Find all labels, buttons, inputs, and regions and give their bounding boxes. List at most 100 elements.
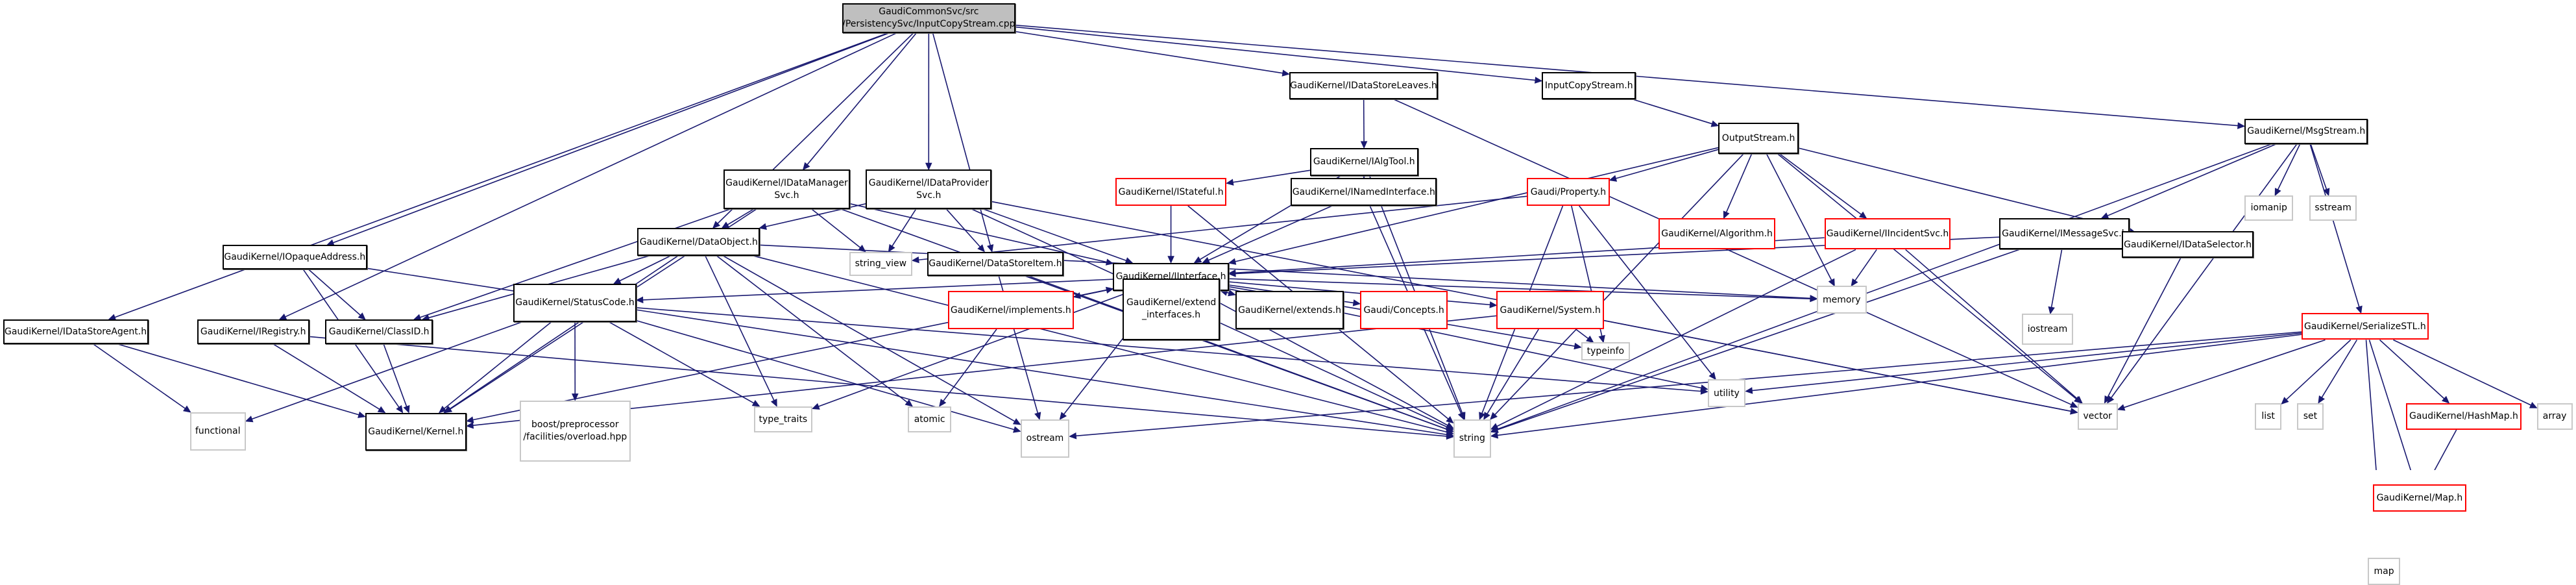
- edge-arrowhead-property-to-utility: [1709, 373, 1716, 380]
- edge-arrowhead-property-to-typeinfo: [1599, 336, 1605, 343]
- node-ostream: ostream: [1021, 419, 1070, 458]
- node-idatastoreagent-h[interactable]: GaudiKernel/IDataStoreAgent.h: [3, 319, 149, 344]
- node-concepts-h[interactable]: Gaudi/Concepts.h: [1360, 291, 1448, 329]
- node-map-h[interactable]: GaudiKernel/Map.h: [2373, 484, 2466, 511]
- node-utility: utility: [1708, 379, 1746, 407]
- edge-arrowhead-iinterface-to-type_traits: [812, 404, 820, 409]
- edge-idpsvc-to-dsitem: [946, 209, 980, 247]
- edge-hashmap-to-map_h: [2430, 430, 2457, 470]
- edge-arrowhead-outstream-to-iinterface: [1229, 259, 1236, 265]
- edge-arrowhead-implements-to-iinterface: [1106, 287, 1113, 293]
- edge-msgstream-to-vector: [2111, 144, 2297, 398]
- edge-idmsvc-to-dataobject: [727, 209, 753, 225]
- edge-arrowhead-msgstream-to-serialize: [2356, 306, 2362, 313]
- node-msgstream-h[interactable]: GaudiKernel/MsgStream.h: [2244, 119, 2368, 144]
- node-statuscode-h[interactable]: GaudiKernel/StatusCode.h: [513, 284, 636, 322]
- edge-dataobject-to-memory: [760, 245, 1810, 298]
- edge-iincident-to-string: [1497, 249, 1856, 426]
- node-classid-h[interactable]: GaudiKernel/ClassID.h: [325, 319, 433, 344]
- node-string-view: string_view: [849, 252, 912, 277]
- node-inamedinterface-h[interactable]: GaudiKernel/INamedInterface.h: [1291, 178, 1437, 206]
- node-idataselector-h[interactable]: GaudiKernel/IDataSelector.h: [2122, 231, 2254, 258]
- edge-outstream-to-memory: [1766, 154, 1831, 280]
- edge-arrowhead-idsleaves-to-ialgtool: [1361, 142, 1367, 148]
- node-ialgtool-h[interactable]: GaudiKernel/IAlgTool.h: [1310, 148, 1418, 176]
- edge-arrowhead-outstream-to-property: [1610, 176, 1617, 182]
- edge-iincident-to-memory: [1855, 249, 1877, 280]
- node-iregistry-h[interactable]: GaudiKernel/IRegistry.h: [197, 319, 310, 344]
- edge-idsagent-to-kernel: [117, 344, 359, 415]
- node-root-inputcopystream-cpp[interactable]: GaudiCommonSvc/src /PersistencySvc/Input…: [842, 3, 1015, 33]
- edge-outstream-to-idselector: [1799, 148, 2128, 229]
- edge-msgstream-to-sstream: [2311, 144, 2327, 190]
- edge-arrowhead-dataobject-to-statuscode: [614, 279, 621, 284]
- edge-arrowhead-idpsvc-to-dataobject: [760, 224, 767, 230]
- edge-implements-to-atomic: [943, 329, 997, 401]
- node-inputcopystream-h[interactable]: InputCopyStream.h: [1542, 72, 1636, 100]
- edge-outstream-to-iincident: [1780, 154, 1862, 214]
- node-datastoreitem-h[interactable]: GaudiKernel/DataStoreItem.h: [927, 252, 1064, 277]
- edge-arrowhead-idmsvc-to-iinterface: [1106, 259, 1113, 265]
- edge-arrowhead-statuscode-to-functional: [246, 416, 253, 421]
- edge-arrowhead-outstream-to-memory: [1829, 279, 1835, 286]
- edge-idsagent-to-functional: [93, 344, 185, 408]
- node-set: set: [2297, 403, 2324, 430]
- node-iincidentsvc-h[interactable]: GaudiKernel/IIncidentSvc.h: [1825, 218, 1951, 249]
- edge-icsh-to-outstream: [1634, 99, 1712, 123]
- node-list: list: [2255, 403, 2281, 430]
- node-extend-interfaces-h[interactable]: GaudiKernel/extend _interfaces.h: [1123, 279, 1219, 340]
- edge-root-to-idmsvc: [807, 33, 916, 165]
- node-algorithm-h[interactable]: GaudiKernel/Algorithm.h: [1659, 218, 1776, 249]
- edge-arrowhead-outstream-to-iincident: [1860, 212, 1867, 219]
- edge-arrowhead-dsitem-to-ostream: [1035, 412, 1041, 419]
- edge-serialize-to-vector: [2124, 340, 2325, 407]
- edge-arrowhead-iopaque-to-kernel: [396, 406, 402, 413]
- edge-serialize-to-array: [2393, 340, 2531, 405]
- edge-arrowhead-system-to-string: [1484, 412, 1490, 419]
- edge-dataobject-to-kernel: [450, 256, 678, 409]
- node-iopaqueaddress-h[interactable]: GaudiKernel/IOpaqueAddress.h: [223, 245, 367, 269]
- node-hashmap-h[interactable]: GaudiKernel/HashMap.h: [2406, 403, 2521, 430]
- edge-arrowhead-imessage-to-iostream: [2048, 307, 2054, 314]
- edge-system-to-typeinfo: [1575, 329, 1588, 338]
- node-atomic: atomic: [908, 406, 951, 433]
- node-property-h[interactable]: Gaudi/Property.h: [1527, 178, 1610, 206]
- node-idatamanagersvc-h[interactable]: GaudiKernel/IDataManager Svc.h: [723, 169, 851, 209]
- edge-statuscode-to-type_traits: [609, 322, 754, 403]
- node-istateful-h[interactable]: GaudiKernel/IStateful.h: [1115, 178, 1226, 206]
- edge-arrowhead-implements-to-atomic: [940, 399, 946, 406]
- node-extends-h[interactable]: GaudiKernel/extends.h: [1235, 291, 1344, 329]
- edge-arrowhead-property-to-string_view: [912, 257, 919, 263]
- node-kernel-h[interactable]: GaudiKernel/Kernel.h: [365, 413, 467, 451]
- node-idatastoreleaves-h[interactable]: GaudiKernel/IDataStoreLeaves.h: [1289, 72, 1439, 100]
- node-system-h[interactable]: GaudiKernel/System.h: [1496, 291, 1604, 329]
- edge-arrowhead-serialize-to-set: [2318, 396, 2324, 403]
- edge-arrowhead-root-to-idpsvc: [926, 163, 932, 169]
- edge-arrowhead-iincident-to-memory: [1851, 279, 1857, 286]
- node-implements-h[interactable]: GaudiKernel/implements.h: [948, 291, 1074, 329]
- edge-serialize-to-map: [2366, 340, 2383, 470]
- edge-serialize-to-list: [2287, 340, 2351, 399]
- node-dataobject-h[interactable]: GaudiKernel/DataObject.h: [637, 228, 760, 256]
- edge-arrowhead-ialgtool-to-istateful: [1226, 179, 1233, 185]
- node-idataprovidersvc-h[interactable]: GaudiKernel/IDataProvider Svc.h: [866, 169, 991, 209]
- edge-arrowhead-istateful-to-iinterface: [1168, 256, 1174, 263]
- node-string: string: [1453, 419, 1491, 458]
- edge-arrowhead-iinterface-to-kernel: [467, 417, 474, 423]
- edge-system-to-string: [1487, 329, 1538, 414]
- edge-arrowhead-root-to-idsleaves: [1282, 70, 1289, 76]
- edge-dataobject-to-statuscode: [620, 256, 670, 281]
- edge-arrowhead-statuscode-to-type_traits: [753, 401, 760, 406]
- edge-root-to-idsleaves: [1015, 32, 1283, 73]
- edge-msgstream-to-serialize: [2310, 144, 2359, 307]
- edge-arrowhead-msgstream-to-iomanip: [2275, 188, 2280, 195]
- node-sstream: sstream: [2309, 195, 2357, 221]
- edge-arrowhead-outstream-to-algorithm: [1723, 211, 1729, 218]
- node-type-traits: type_traits: [754, 406, 812, 433]
- node-serializestl-h[interactable]: GaudiKernel/SerializeSTL.h: [2302, 313, 2428, 340]
- edge-arrowhead-idpsvc-to-string_view: [888, 245, 894, 252]
- node-outputstream-h[interactable]: OutputStream.h: [1718, 123, 1799, 154]
- edge-iregistry-to-string: [310, 336, 1447, 436]
- node-imessagesvc-h[interactable]: GaudiKernel/IMessageSvc.h: [1999, 218, 2130, 249]
- edge-arrowhead-iregistry-to-kernel: [378, 406, 385, 412]
